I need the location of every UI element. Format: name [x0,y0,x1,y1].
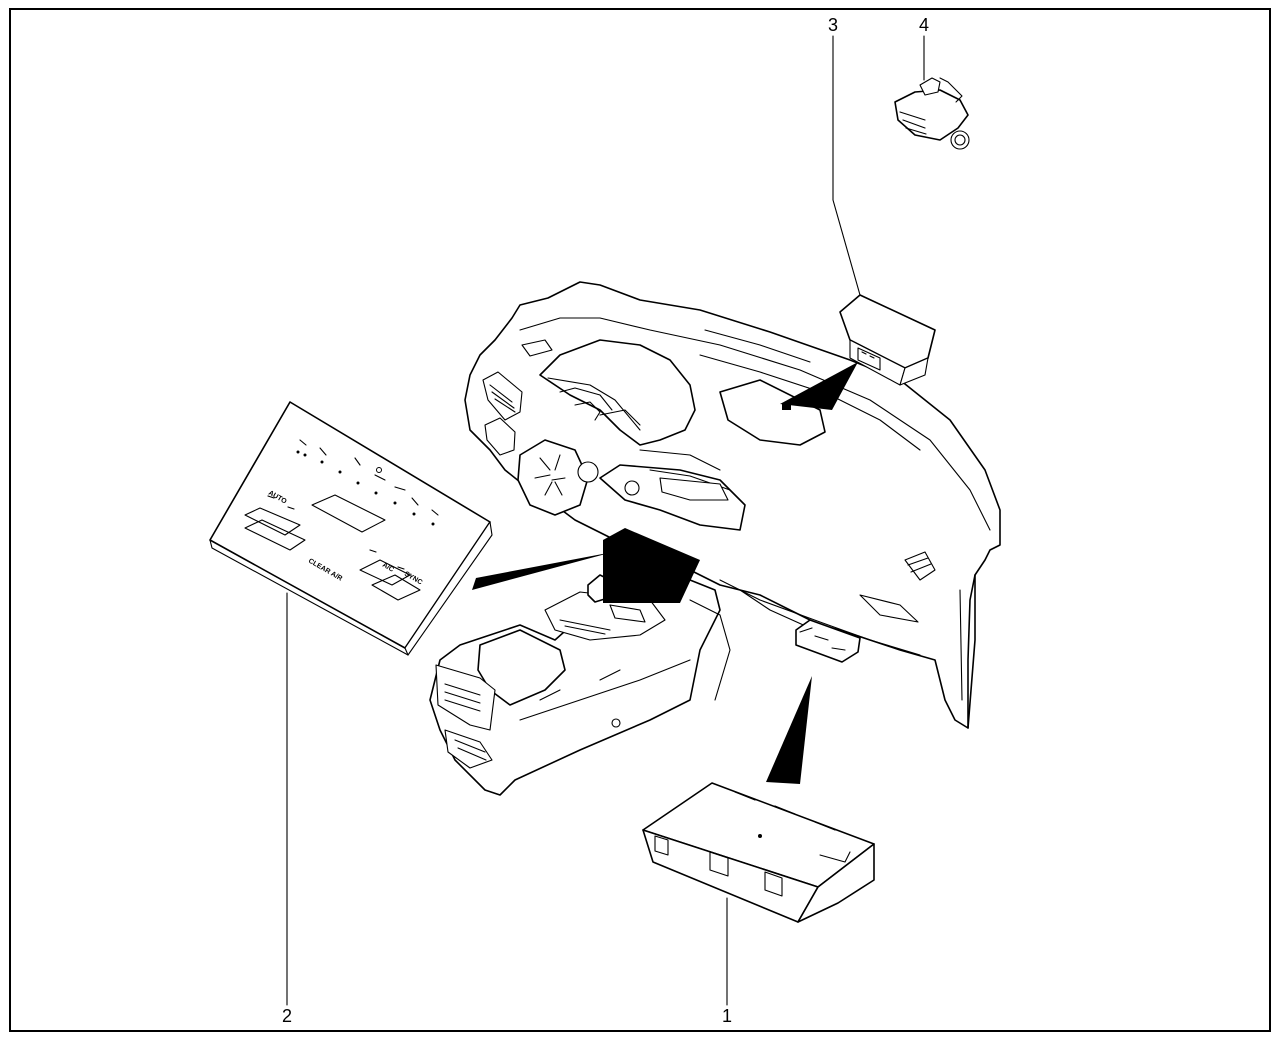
center-console [429,574,731,796]
callout-2: 2 [282,1006,292,1026]
pointer-arrow-3 [780,362,858,410]
instrument-panel [464,281,1001,729]
callout-4: 4 [919,15,929,35]
diagram-frame [9,8,1271,1032]
pointer-arrow-1 [766,676,812,784]
callout-3: 3 [828,15,838,35]
pointer-arrow-2 [472,552,613,590]
leader-lines [286,35,925,1006]
part-4-sensor [894,77,970,150]
under-dash-module [795,619,861,663]
center-display-black [603,528,700,603]
part-1-control-module [642,782,875,923]
part-3-switch-module [839,294,936,386]
callout-1: 1 [722,1006,732,1026]
part-2-climate-panel: AUTO CLEAR A/R A/C SYNC [209,401,493,656]
